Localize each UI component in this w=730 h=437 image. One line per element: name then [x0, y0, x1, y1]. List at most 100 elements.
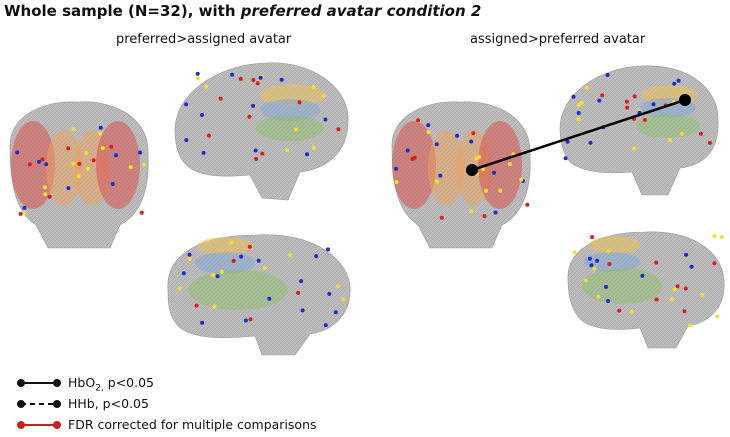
channel-dot: [247, 244, 252, 249]
channel-dot: [184, 102, 189, 107]
channel-dot: [493, 210, 498, 215]
channel-dot: [482, 214, 487, 219]
channel-dot: [311, 85, 316, 90]
channel-dot: [229, 240, 234, 245]
channel-dot: [426, 130, 431, 135]
brain-side-view-top-right: [559, 65, 719, 196]
channel-dot: [589, 263, 594, 268]
brain-side-view-top-left: [174, 62, 349, 201]
channel-dot: [138, 150, 143, 155]
region-red-left-hemisphere: [392, 121, 436, 209]
channel-dot: [600, 93, 605, 98]
channel-dot: [219, 269, 224, 274]
channel-dot: [22, 210, 27, 215]
channel-dot: [255, 81, 260, 86]
channel-dot: [604, 284, 608, 289]
region-blue: [260, 99, 320, 121]
region-yellow: [589, 236, 641, 254]
channel-dot: [683, 286, 688, 291]
legend-dashed-line-icon: [17, 400, 61, 408]
brain-side-view-bottom-right: [567, 231, 725, 349]
channel-dot: [288, 253, 293, 258]
channel-dot: [426, 123, 431, 128]
channel-dot: [576, 103, 581, 107]
channel-dot: [642, 117, 647, 122]
channel-dot: [605, 73, 610, 77]
title-prefix: Whole sample (N=32), with: [4, 2, 241, 20]
channel-dot: [481, 167, 486, 172]
channel-dot: [680, 131, 684, 136]
channel-dot: [243, 318, 248, 323]
channel-dot: [326, 247, 330, 252]
channel-dot: [206, 133, 211, 138]
channel-dot: [588, 140, 593, 145]
channel-dot: [260, 151, 265, 156]
channel-dot: [323, 117, 328, 122]
channel-dot: [218, 96, 223, 101]
brain-side-view-bottom-left: [167, 234, 351, 356]
channel-dot: [200, 320, 205, 325]
brain-figure: [9, 62, 725, 356]
region-orange-left: [428, 130, 464, 206]
channel-dot: [195, 76, 200, 81]
channel-dot: [584, 85, 589, 90]
channel-dot: [142, 162, 147, 167]
channel-dot: [98, 131, 103, 136]
channel-dot: [210, 273, 215, 278]
channel-dot: [294, 127, 299, 132]
channel-dot: [576, 117, 581, 122]
title-emphasis: preferred avatar condition 2: [240, 2, 482, 20]
channel-dot: [455, 133, 460, 138]
channel-dot: [300, 308, 305, 313]
channel-dot: [405, 148, 410, 153]
channel-dot: [498, 188, 503, 193]
channel-dot: [590, 235, 595, 240]
region-green: [188, 270, 288, 310]
channel-dot: [86, 166, 90, 171]
channel-dot: [212, 304, 217, 309]
channel-dot: [484, 188, 488, 193]
channel-dot: [299, 279, 304, 284]
channel-dot: [27, 162, 32, 167]
channel-dot: [91, 158, 96, 163]
channel-dot: [177, 286, 182, 291]
channel-dot: [43, 185, 47, 190]
channel-dot: [471, 131, 476, 136]
channel-dot: [606, 249, 611, 253]
channel-dot: [139, 210, 144, 215]
figure-title: Whole sample (N=32), with preferred avat…: [4, 2, 481, 20]
channel-dot: [195, 71, 200, 76]
channel-dot: [617, 308, 622, 313]
channel-dot: [231, 258, 236, 263]
region-green: [256, 115, 324, 141]
region-red-right-hemisphere: [478, 121, 522, 209]
channel-dot: [676, 78, 681, 83]
channel-dot: [76, 174, 81, 179]
channel-dot: [700, 292, 705, 297]
channel-dot: [100, 146, 105, 151]
channel-dot: [98, 125, 103, 130]
legend-red-line-icon: [17, 421, 61, 429]
channel-dot: [258, 75, 263, 80]
channel-dot: [254, 157, 259, 161]
channel-dot: [247, 114, 252, 119]
channel-dot: [675, 284, 680, 289]
channel-dot: [606, 299, 610, 303]
channel-dot: [712, 261, 717, 266]
channel-dot: [712, 234, 717, 239]
channel-dot: [285, 148, 290, 153]
channel-dot: [707, 140, 712, 145]
channel-dot: [18, 211, 23, 216]
channel-dot: [187, 256, 192, 261]
channel-dot: [684, 252, 689, 257]
channel-dot: [394, 166, 398, 171]
channel-dot: [238, 76, 243, 81]
channel-dot: [469, 209, 474, 214]
channel-dot: [336, 284, 341, 289]
region-green: [636, 114, 700, 138]
channel-dot: [579, 100, 584, 105]
channel-dot: [262, 266, 267, 271]
channel-dot: [181, 271, 186, 276]
channel-dot: [71, 127, 76, 131]
channel-dot: [37, 159, 41, 164]
